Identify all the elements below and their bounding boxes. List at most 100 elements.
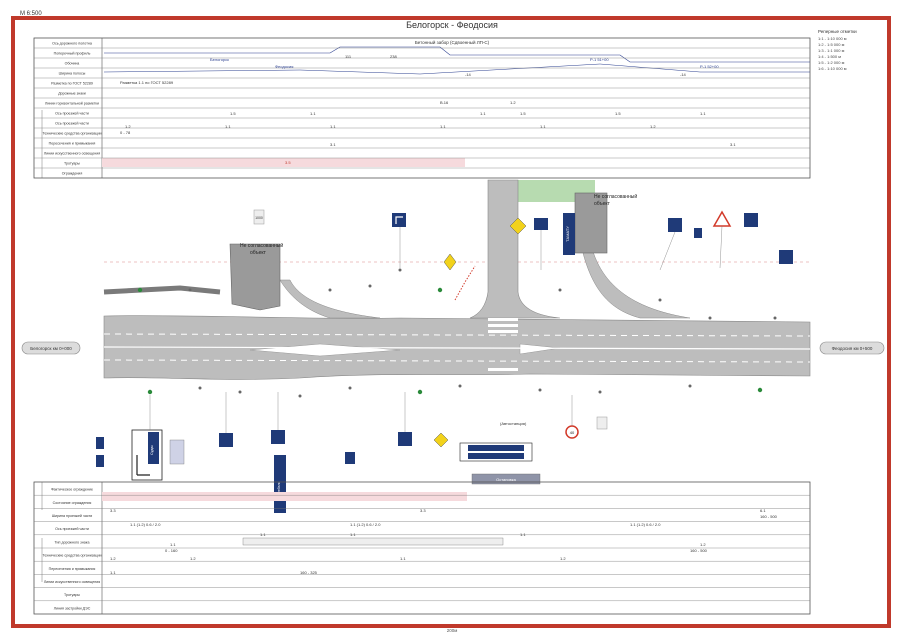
bottom-cell: 1.1 [520, 532, 526, 537]
top-cell: Р-1 52+00 [700, 64, 719, 69]
crosswalk [488, 318, 518, 371]
bottom-table-cells: 3.3 3.3 6.1 160 - 500 1.1 (1.2) 0.6 / 2.… [110, 508, 778, 575]
top-cell: 1.1 [480, 111, 486, 116]
top-pink-band [102, 158, 465, 167]
top-row-label: Ось проезжей части [55, 122, 89, 126]
bottom-cell: 1.1 (1.2) 0.6 / 2.0 [630, 522, 661, 527]
lamp-post-icon [188, 288, 192, 292]
object-right-label: Не согласованный [594, 193, 637, 200]
top-row-label: Дорожные знаки [58, 92, 86, 96]
top-cell: 1.5 [615, 111, 621, 116]
object-right-label-2: объект [594, 201, 611, 207]
top-row-label: Тротуары [64, 162, 80, 166]
lamp-post-icon [757, 387, 763, 393]
sheet-frame [11, 16, 891, 628]
bottom-cell: 160 - 500 [760, 514, 778, 519]
top-table-cells: Бетонный забор (Сдвоенный ЛП-С) 111 238 … [120, 39, 736, 165]
lamp-post-icon [558, 288, 562, 292]
top-row-label: Ширина полосы [59, 72, 86, 76]
lamp-post-icon [658, 298, 662, 302]
lane-sign-icon-3 [779, 250, 793, 264]
right-cap: Феодосия км 0+500 [819, 341, 885, 355]
top-cell: 1.2 [650, 124, 656, 129]
direction-board-top [468, 445, 524, 451]
tamatu-sign [563, 213, 575, 255]
top-cell: 1.1 [310, 111, 316, 116]
top-cell: -14 [680, 72, 687, 77]
right-cap-label: Феодосия км 0+500 [832, 346, 873, 351]
bottom-cell: 3.3 [420, 508, 426, 513]
turn-sign-icon [668, 218, 682, 232]
stop-note: (Автостанция) [500, 421, 527, 426]
page-number: 200м [447, 628, 458, 633]
profile-line [104, 46, 810, 63]
bottom-cell: 1.1 [170, 542, 176, 547]
lamp-post-icon [328, 288, 332, 292]
top-row-label: Разметка по ГОСТ 52289 [51, 82, 93, 86]
sign-group: ТАМАТУ 1000 Судак Коктебель [96, 209, 793, 513]
bottom-cell: 6.1 [760, 508, 766, 513]
bus-stop-label: Остановка [496, 477, 517, 482]
lamp-post-icon [458, 384, 462, 388]
road-plan: Не согласованный объект Не согласованный… [21, 179, 885, 513]
lane-sign-icon-2 [744, 213, 758, 227]
tamatu-sign-label: ТАМАТУ [565, 226, 570, 242]
bottom-row-label: Тип дорожного знака [55, 540, 90, 544]
top-cell: 1.1 [700, 111, 706, 116]
lamp-post-icon [147, 389, 153, 395]
legend-line: 1:1 - 1:10 000 м [818, 36, 847, 41]
bottom-cell: 3.3 [110, 508, 116, 513]
bottom-row-label: Ширина проезжей части [52, 514, 93, 518]
top-cell: 3.1 [330, 142, 336, 147]
turn-sign-icon-3 [271, 430, 285, 444]
road-edge-dark [103, 285, 221, 295]
top-row-label: Пересечения и примыкания [49, 142, 96, 146]
top-cell: 1.5 [520, 111, 526, 116]
priority-sign-small-icon [443, 253, 457, 271]
legend-line: 1:5 - 1:2 000 м [818, 60, 845, 65]
legend-title: Реперные отметки [818, 29, 857, 34]
lane-sign-icon [534, 218, 548, 230]
sheet-title: Белогорск - Феодосия [406, 20, 498, 30]
lamp-post-icon [417, 389, 423, 395]
lamp-post-icon [368, 284, 372, 288]
bottom-row-label: Линии искусственного освещения [44, 580, 100, 584]
top-row-label: Ось дорожного полотна [52, 42, 92, 46]
top-cell: Белогорск [210, 57, 229, 62]
direction-sign-icon [392, 213, 406, 227]
bottom-cell: 1.2 [110, 556, 116, 561]
small-blue-sign-icon [96, 455, 104, 467]
lane-marking [103, 333, 811, 337]
turn-sign-icon-4 [398, 432, 412, 446]
top-row-label: Поперечный профиль [54, 52, 91, 56]
bottom-cell: 1.1 [400, 556, 406, 561]
sudak-sign-plate [148, 432, 159, 464]
bottom-pink-band [102, 492, 467, 501]
sheet-code: М 6:500 [20, 11, 42, 17]
top-cell: 238 [390, 54, 397, 59]
bottom-cell: 1.2 [560, 556, 566, 561]
legend-line: 1:3 - 1:1 000 м [818, 48, 845, 53]
bottom-cell: 0 - 160 [165, 548, 178, 553]
bottom-cell: 1.2 [190, 556, 196, 561]
direction-board-bottom [468, 453, 524, 459]
top-cell: Р-1 51+00 [590, 57, 609, 62]
small-sign-icon [694, 228, 702, 238]
left-cap-label: Белогорск км 0+000 [30, 346, 72, 351]
green-zone [500, 180, 595, 202]
bottom-cell: 1.1 [110, 570, 116, 575]
top-cell: Разметка 1.1 по ГОСТ 52289 [120, 80, 174, 85]
lane-marking [103, 359, 811, 363]
top-cell: 1.1 [440, 124, 446, 129]
object-left-label-2: объект [250, 250, 267, 256]
top-cell: 1.2 [510, 100, 516, 105]
top-row-label: Линии искусственного освещения [44, 152, 100, 156]
bottom-cell: 160 - 325 [300, 570, 318, 575]
hatched-median-right [519, 343, 561, 355]
top-cell: 1.5 [230, 111, 236, 116]
lamp-post-icon [538, 388, 542, 392]
center-marking [103, 346, 811, 350]
top-cell: 1.1 [225, 124, 231, 129]
